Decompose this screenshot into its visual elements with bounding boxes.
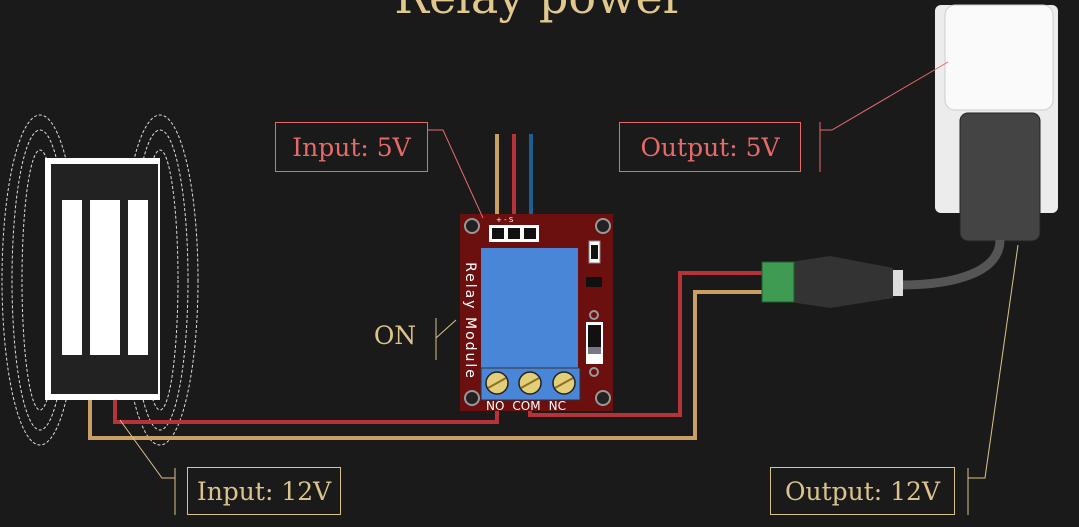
pin-labels: + - S [496,216,514,224]
electromagnet [45,158,160,400]
terminal-nc: NC [548,399,566,413]
wire-tan-12v [88,290,770,440]
output-12v-label: Output: 12V [770,467,955,515]
on-label: ON [373,320,417,350]
relay-module: + - S [460,214,613,411]
input-12v-label: Input: 12V [187,467,341,515]
transistor [586,277,602,287]
terminal-labels: NO COM NC [486,399,566,413]
output-5v-label: Output: 5V [619,122,801,172]
relay-coil [481,248,578,368]
relay-side-label: Relay Module [462,262,478,380]
charger-plug-block [959,112,1041,242]
dc-connector [761,261,795,303]
diagram-title: Relay power [0,0,1079,24]
terminal-no: NO [486,399,505,413]
leader-lines [119,61,1019,515]
wire-red-12v [113,398,499,424]
mounting-holes [464,218,611,406]
terminal-com: COM [512,399,541,413]
usb-charger [761,4,1058,308]
input-5v-label: Input: 5V [275,122,428,172]
charger-cable [899,239,1005,290]
barrel-plug [790,256,893,308]
